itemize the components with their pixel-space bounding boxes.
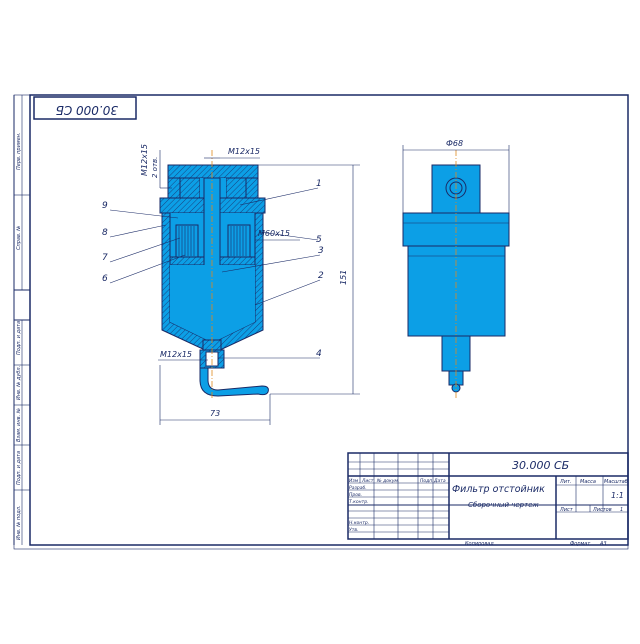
dim-two-holes: 2 отв. xyxy=(151,157,159,178)
tb-sheets-value: 1 xyxy=(620,507,623,513)
callout-6: 6 xyxy=(102,274,108,284)
tb-role-1: Пров. xyxy=(349,492,362,498)
tb-scale-value: 1:1 xyxy=(611,491,624,500)
callouts: 1 2 3 4 5 6 7 8 9 xyxy=(102,179,324,359)
strip-label-2: Подп. и дата xyxy=(16,321,22,355)
tb-role-4: Утв. xyxy=(349,527,358,533)
tb-sheets-label: Листов xyxy=(592,507,612,513)
sheet-outer-border xyxy=(13,94,629,550)
callout-7: 7 xyxy=(102,253,108,263)
footer-format-value: A3 xyxy=(599,541,607,547)
strip-label-5: Подп. и дата xyxy=(16,451,22,485)
dim-m60: M60x15 xyxy=(258,229,290,238)
tb-col-0: Изм xyxy=(349,478,359,484)
tb-mass-label: Масса xyxy=(580,479,596,485)
dim-height: 151 xyxy=(339,270,348,285)
tb-role-0: Разраб. xyxy=(349,485,367,491)
sheet-frame xyxy=(29,94,629,546)
callout-2: 2 xyxy=(318,271,324,281)
tb-lit-label: Лит. xyxy=(559,479,572,485)
tb-code: 30.000 СБ xyxy=(512,459,569,472)
footer-copied: Копировал xyxy=(465,541,494,547)
tb-col-2: № докум. xyxy=(376,478,399,484)
title-block: Изм Лист № докум. Подп. Дата Разраб. Про… xyxy=(347,452,629,540)
section-view xyxy=(159,150,269,398)
left-strip: Перв. примен. Справ. № Подп. и дата Инв.… xyxy=(13,95,30,545)
top-stamp: 30.000 СБ xyxy=(33,96,137,120)
callout-1: 1 xyxy=(316,179,322,189)
side-view: Ф68 xyxy=(402,139,510,398)
callout-5: 5 xyxy=(316,235,322,245)
callout-9: 9 xyxy=(102,201,108,211)
section-dimensions: M12x15 M12x15 2 отв. M60x15 M12x15 151 7… xyxy=(140,144,360,425)
top-stamp-code: 30.000 СБ xyxy=(56,103,118,117)
callout-8: 8 xyxy=(102,228,108,238)
callout-3: 3 xyxy=(318,246,324,256)
tb-scale-label: Масштаб xyxy=(604,479,628,485)
strip-label-6: Инв. № подл. xyxy=(16,506,22,541)
tb-col-3: Подп. xyxy=(420,478,434,484)
dim-diameter: Ф68 xyxy=(446,139,463,148)
strip-label-4: Взам. инв. № xyxy=(16,408,22,442)
footer-format-label: Формат xyxy=(570,541,591,547)
strip-label-3: Инв. № дубл. xyxy=(16,366,22,400)
tb-col-4: Дата xyxy=(433,478,446,484)
tb-col-1: Лист xyxy=(361,478,374,484)
tb-role-3: Н.контр. xyxy=(349,520,369,526)
dim-m12-side: M12x15 xyxy=(140,144,149,176)
tb-subtitle: Сборочный чертеж xyxy=(468,501,539,509)
dim-width: 73 xyxy=(210,409,220,418)
tb-title: Фильтр отстойник xyxy=(452,484,545,495)
tb-role-2: Т.контр. xyxy=(349,499,369,505)
dim-m12-top: M12x15 xyxy=(228,147,260,156)
tb-sheet-label: Лист xyxy=(559,507,574,513)
strip-label-0: Перв. примен. xyxy=(16,132,22,170)
strip-label-1: Справ. № xyxy=(16,226,22,250)
callout-4: 4 xyxy=(316,349,322,359)
dim-m12-bottom: M12x15 xyxy=(160,350,192,359)
